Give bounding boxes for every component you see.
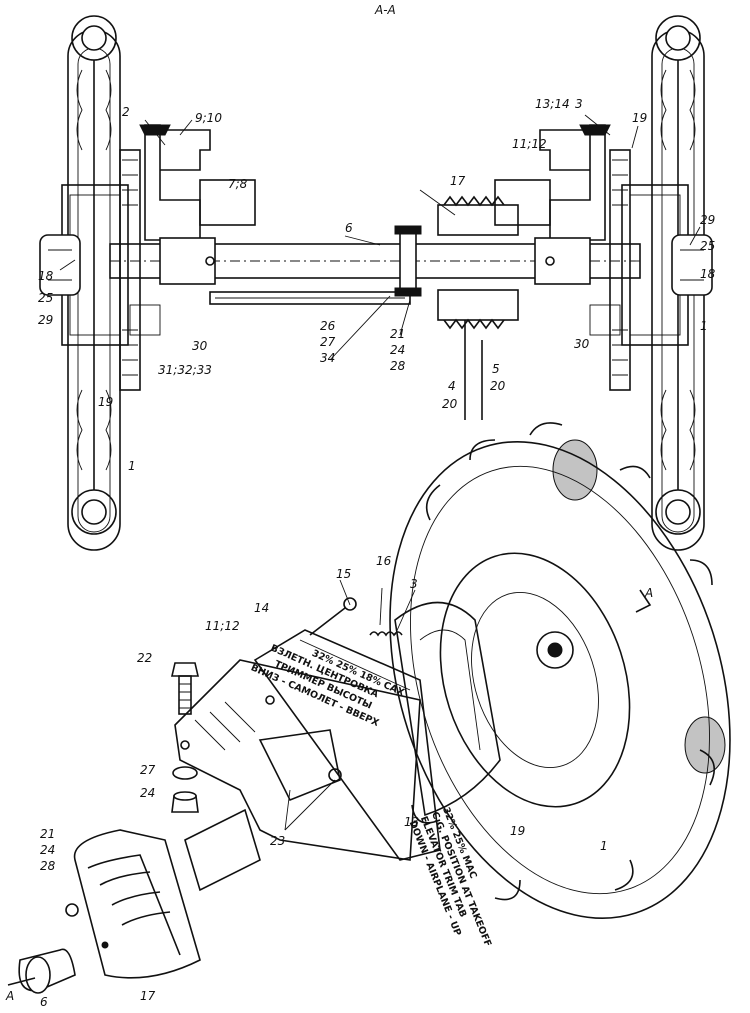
label-19-right: 19: [632, 111, 647, 125]
handwheel-perspective: [389, 422, 731, 919]
label-26: 26: [320, 319, 336, 333]
label-22: 22: [137, 651, 152, 665]
label-28-top: 28: [390, 359, 406, 373]
section-a-a-view: [39, 15, 713, 551]
label-17-bottom: 17: [140, 989, 156, 1003]
label-1-bottom: 1: [600, 839, 608, 853]
label-24-top: 24: [390, 343, 405, 357]
grip-knob-right: [684, 716, 726, 774]
label-25-right: 25: [700, 239, 715, 253]
left-hub-housing: [39, 149, 141, 391]
left-bracket: [139, 124, 256, 241]
label-28-bottom: 28: [40, 859, 56, 873]
trim-scale-en: 32% 25% MAC C.G. POSITION AT TAKEOFF ELE…: [407, 806, 494, 949]
label-3-top: 3: [575, 97, 583, 111]
label-13-14: 13;14: [535, 97, 570, 111]
bottom-marker-label: A: [5, 989, 14, 1003]
left-handwheel: [67, 15, 121, 551]
label-9-10: 9;10: [195, 111, 222, 125]
trim-plate-13: [394, 601, 501, 817]
label-18-right: 18: [700, 267, 716, 281]
label-19-bottom: 19: [510, 824, 525, 838]
label-18-left: 18: [38, 269, 54, 283]
label-27-top: 27: [320, 335, 336, 349]
label-29-right: 29: [700, 213, 715, 227]
right-bracket: [494, 124, 611, 241]
label-5: 5: [492, 362, 500, 376]
left-brake-block: [129, 304, 161, 336]
label-31-32-33: 31;32;33: [158, 363, 212, 377]
nut-24: [171, 791, 199, 813]
view-arrow-right: [635, 589, 652, 613]
label-30-right: 30: [574, 337, 590, 351]
label-11-12-bottom: 11;12: [205, 619, 240, 633]
label-23: 23: [270, 834, 285, 848]
bracket-11-12: [174, 659, 421, 861]
label-21-top: 21: [390, 327, 405, 341]
finned-drum-17: [65, 829, 201, 979]
label-1-left: 1: [128, 459, 136, 473]
washer-27: [172, 766, 198, 780]
leader-lines: [59, 114, 701, 831]
label-3-bottom: 3: [410, 577, 418, 591]
section-label: A-A: [374, 3, 396, 17]
label-30-left: 30: [192, 339, 208, 353]
label-1-right: 1: [700, 319, 708, 333]
label-20-b: 20: [490, 379, 506, 393]
label-7-8: 7;8: [228, 177, 248, 191]
label-14: 14: [254, 601, 269, 615]
label-16: 16: [376, 554, 392, 568]
main-shaft: [109, 225, 641, 297]
label-19-left: 19: [98, 395, 113, 409]
label-6-bottom: 6: [40, 995, 48, 1009]
perspective-assembly: [7, 422, 731, 994]
label-29-left: 29: [38, 313, 53, 327]
label-24-bottom: 24: [140, 786, 155, 800]
label-17-top: 17: [450, 174, 466, 188]
right-brake-block: [589, 304, 621, 336]
trim-scale-plate: [253, 629, 441, 861]
grip-knob-top: [552, 439, 598, 501]
shaft-6-perspective: [18, 808, 261, 994]
label-15: 15: [336, 567, 351, 581]
hub-disc-19: [439, 552, 631, 808]
label-24b-bottom: 24: [40, 843, 55, 857]
label-34: 34: [320, 351, 335, 365]
label-20-a: 20: [442, 397, 458, 411]
pulley-17: [437, 195, 519, 420]
bolt-22: [170, 662, 200, 715]
label-2: 2: [122, 105, 130, 119]
trim-scale-ru: ВЗЛЕТН. ЦЕНТРОВКА ТРИММЕР ВЫСОТЫ ВНИЗ - …: [249, 643, 406, 730]
tie-rod: [209, 291, 411, 305]
label-21-bottom: 21: [40, 827, 55, 841]
label-27-bottom: 27: [140, 763, 156, 777]
label-4: 4: [448, 379, 456, 393]
view-arrow-bottom: [7, 977, 36, 986]
view-marker-label: A: [644, 586, 653, 600]
right-hub-housing: [609, 149, 713, 391]
label-6-top: 6: [345, 221, 353, 235]
label-13-bottom: 13: [404, 815, 419, 829]
label-25-left: 25: [38, 291, 53, 305]
label-11-12-top: 11;12: [512, 137, 547, 151]
